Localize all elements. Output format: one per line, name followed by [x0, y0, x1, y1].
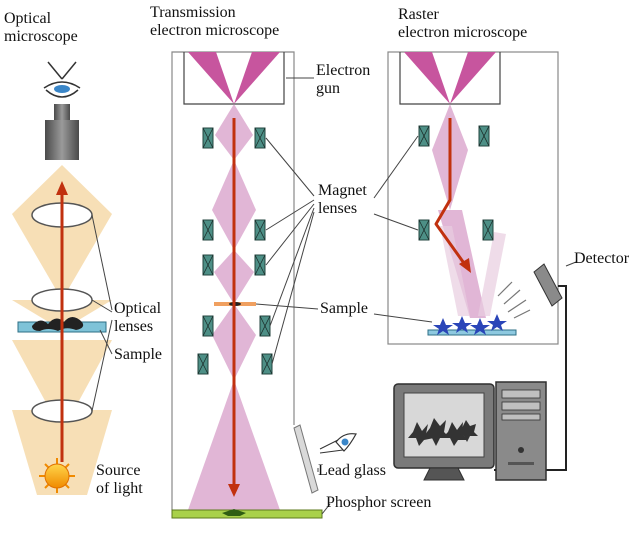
tem-title: Transmission electron microscope: [150, 4, 279, 40]
sem-sample-plate: [427, 329, 517, 336]
optical-microscope-title: Optical microscope: [4, 10, 78, 46]
sem-title: Raster electron microscope: [398, 6, 527, 42]
sem-emission-rays: [497, 281, 531, 319]
sem-electron-ray-arrowhead: [459, 258, 471, 273]
tem-magnet-lenses: [197, 127, 273, 375]
tem-electron-ray-arrowhead: [228, 484, 240, 497]
sem-magnet-lenses: [418, 125, 494, 241]
optical-microscope: [12, 61, 113, 495]
electron-gun-label: Electron gun: [316, 62, 370, 98]
tem-electron-cone-right: [234, 52, 280, 104]
electron-gun-line-2: gun: [316, 80, 340, 97]
light-ray-arrowhead: [56, 181, 68, 195]
optical-title-line-1: Optical: [4, 10, 52, 27]
sem-electron-cone-left: [404, 52, 450, 104]
optical-sample-label: Sample: [114, 346, 162, 363]
light-source-icon: [39, 458, 75, 493]
sem-scatter-2: [478, 232, 506, 316]
detector-label: Detector: [574, 250, 630, 267]
sem-sample-specimen: [433, 314, 507, 335]
source-of-light-label: Source of light: [96, 462, 143, 498]
eye-icon: [319, 433, 357, 454]
sem-leader-lines: [373, 135, 577, 323]
monitor-image: [408, 418, 478, 446]
phosphor-image: [222, 509, 246, 516]
optical-sample-specimen: [32, 317, 84, 331]
tem-title-line-2: electron microscope: [150, 22, 280, 39]
source-line-2: of light: [96, 480, 143, 497]
transmission-electron-microscope: [171, 51, 357, 519]
raster-electron-microscope: [373, 51, 577, 471]
sem-title-line-1: Raster: [398, 6, 439, 23]
magnet-lenses-line-1: Magnet: [318, 182, 367, 199]
tem-leader-lines: [255, 77, 331, 515]
optical-leader-lines: [91, 214, 113, 412]
eyepiece-icon: [45, 104, 79, 160]
source-line-1: Source: [96, 462, 141, 479]
optical-lenses-line-1: Optical: [114, 300, 162, 317]
eye-icon: [43, 61, 81, 98]
phosphor-screen-label: Phosphor screen: [326, 494, 432, 511]
optical-lenses-line-2: lenses: [114, 318, 154, 335]
tem-column: [171, 51, 295, 510]
electron-gun-line-1: Electron: [316, 62, 371, 79]
detector-cable: [546, 285, 567, 471]
monitor-stand: [423, 467, 465, 481]
optical-title-line-2: microscope: [4, 28, 78, 45]
sem-electron-ray: [434, 118, 468, 267]
optical-lenses-label: Optical lenses: [114, 300, 161, 336]
tem-title-line-1: Transmission: [150, 4, 236, 21]
sem-electron-cone-right: [450, 52, 496, 104]
magnet-lenses-label: Magnet lenses: [318, 182, 367, 218]
detector-icon: [533, 263, 563, 307]
tem-electron-cone-left: [188, 52, 234, 104]
magnet-lenses-line-2: lenses: [318, 200, 358, 217]
sem-scatter-1: [440, 226, 470, 316]
tem-sample-label: Sample: [320, 300, 368, 317]
lead-glass-label: Lead glass: [318, 462, 386, 479]
lead-glass-plate: [293, 424, 319, 494]
sem-title-line-2: electron microscope: [398, 24, 528, 41]
computer-icon: [393, 381, 547, 481]
phosphor-screen-plate: [171, 509, 323, 519]
